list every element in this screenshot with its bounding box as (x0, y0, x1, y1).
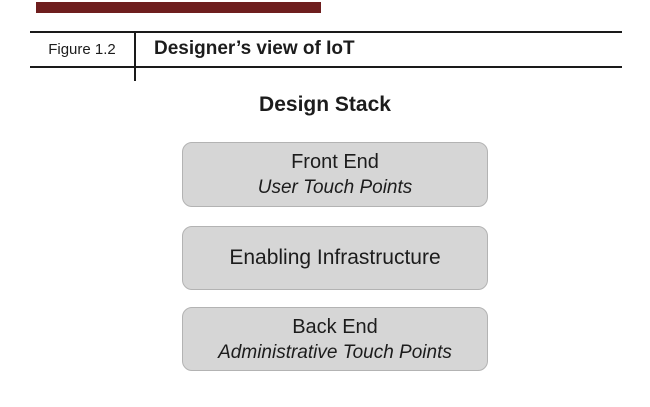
stack-box-front-end: Front End User Touch Points (182, 142, 488, 207)
design-stack: Front End User Touch Points Enabling Inf… (182, 142, 488, 371)
figure-title: Designer’s view of IoT (154, 38, 355, 59)
stack-box-enabling-infrastructure: Enabling Infrastructure (182, 226, 488, 290)
stack-box-subtitle: Administrative Touch Points (218, 341, 452, 363)
figure-header-bottom-rule (30, 66, 622, 68)
stack-box-subtitle: User Touch Points (257, 177, 413, 198)
figure-label: Figure 1.2 (48, 41, 116, 58)
stack-box-title: Enabling Infrastructure (229, 246, 441, 269)
figure-header-divider (134, 31, 136, 81)
diagram-title: Design Stack (259, 93, 391, 116)
stack-box-back-end: Back End Administrative Touch Points (182, 307, 488, 371)
figure-header-top-rule (30, 31, 622, 33)
stack-box-title: Back End (292, 315, 378, 338)
page-top-accent-bar (36, 2, 321, 13)
stack-box-title: Front End (291, 151, 379, 173)
